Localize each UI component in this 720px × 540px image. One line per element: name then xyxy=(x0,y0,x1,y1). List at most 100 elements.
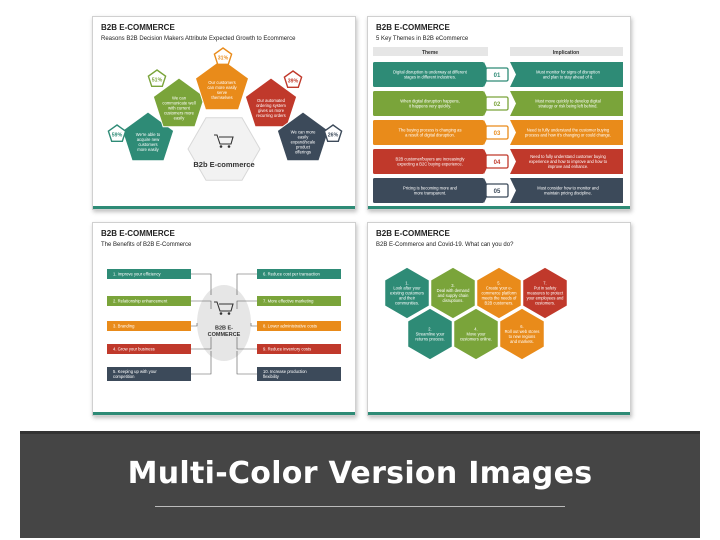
implication-cell xyxy=(510,91,623,116)
petal-text: serve xyxy=(217,90,228,95)
theme-cell xyxy=(373,120,484,145)
hexagon-text: existing customers xyxy=(390,290,424,295)
implication-text: Must consider how to monitor and xyxy=(537,185,599,190)
right-item-text: flexibility xyxy=(263,374,280,379)
slide-thumbnail-3[interactable]: B2B E-COMMERCE The Benefits of B2B E-Com… xyxy=(92,222,356,416)
center-ellipse xyxy=(197,285,251,361)
theme-text: it happens very quickly. xyxy=(409,103,451,108)
petal xyxy=(194,58,250,111)
implication-text: maintain pricing discipline. xyxy=(544,190,592,195)
percent-badge xyxy=(107,124,127,143)
right-item-text: 7. More effective marketing xyxy=(263,298,314,303)
right-item-text: 9. Reduce inventory costs xyxy=(263,346,311,351)
percent-badge xyxy=(323,124,343,143)
implication-text: Need to fully understand customer buying xyxy=(530,154,606,159)
percent-label: 59% xyxy=(112,133,123,139)
left-item-text: 1. Improve your efficiency xyxy=(113,271,162,276)
petal-text: easily xyxy=(174,116,186,121)
hexagon-text: 4. xyxy=(474,327,477,332)
theme-text: Pricing is becoming more and xyxy=(403,185,458,190)
number-label: 01 xyxy=(494,73,501,79)
right-item-text: 10. Increase production xyxy=(263,369,307,374)
hexagon-text: measures to protect xyxy=(527,290,564,295)
connector-line xyxy=(191,351,212,375)
implication-cell xyxy=(510,62,623,87)
implication-header xyxy=(510,47,623,56)
hexagon-text: 7. xyxy=(543,281,546,286)
implication-text: Must move quickly to develop digital xyxy=(535,98,601,103)
theme-cell xyxy=(373,62,484,87)
cart-wheel xyxy=(227,312,231,315)
hexagon-text: to new regions xyxy=(509,334,536,339)
number-label: 05 xyxy=(494,189,501,195)
petal-text: themselves xyxy=(211,95,232,100)
left-item-text: 3. Branding xyxy=(113,323,135,328)
hexagon-text: Deal with demand xyxy=(437,288,470,293)
hexagon-text: B2B customers. xyxy=(485,300,514,305)
petal-text: Our automated xyxy=(257,98,286,103)
connector-line xyxy=(191,337,212,350)
center-label: B2b E-commerce xyxy=(193,160,254,169)
hexagon-text: customers. xyxy=(535,300,555,305)
theme-text: Digital disruption is underway at differ… xyxy=(393,69,468,74)
slide-thumbnail-1[interactable]: B2B E-COMMERCE Reasons B2B Decision Make… xyxy=(92,16,356,210)
hexagon-text: 1. xyxy=(405,281,408,286)
hexagon xyxy=(406,307,454,361)
slide-title: B2B E-COMMERCE xyxy=(376,229,450,238)
slide-subtitle: Reasons B2B Decision Makers Attribute Ex… xyxy=(101,36,296,42)
hexagon xyxy=(521,266,569,320)
petal-text: We can xyxy=(172,95,187,100)
number-badge xyxy=(485,96,509,111)
cart-wheel xyxy=(227,145,231,148)
hexagon-text: your employees and xyxy=(527,295,565,300)
center-label: B2B E- xyxy=(215,326,233,332)
slide-title: B2B E-COMMERCE xyxy=(101,229,175,238)
theme-cell xyxy=(373,149,484,174)
bottom-banner: Multi-Color Version Images xyxy=(20,431,700,538)
hexagon-text: returns process. xyxy=(415,336,444,341)
theme-cell xyxy=(373,178,484,203)
hexagon-text: Put in safety xyxy=(534,286,557,291)
implication-text: Need to fully understand the customer bu… xyxy=(527,127,610,132)
implication-cell xyxy=(510,149,623,174)
theme-cell xyxy=(373,91,484,116)
slide-thumbnail-2[interactable]: B2B E-COMMERCE 5 Key Themes in B2B eComm… xyxy=(367,16,631,210)
hexagon-text: and supply chain xyxy=(438,293,469,298)
petal-text: expand/scale xyxy=(291,139,316,144)
petal-text: ordering system xyxy=(256,103,286,108)
petal-text: can more easily xyxy=(207,85,237,90)
petal-text: We can more xyxy=(291,129,316,134)
petal-text: with current xyxy=(168,105,190,110)
center-hexagon xyxy=(187,117,261,181)
slide-subtitle: 5 Key Themes in B2B eCommerce xyxy=(376,36,469,42)
connector-line xyxy=(236,351,257,375)
connector-line xyxy=(191,300,212,309)
slide-thumbnail-4[interactable]: B2B E-COMMERCE B2B E-Commerce and Covid-… xyxy=(367,222,631,416)
hexagon xyxy=(383,266,431,320)
percent-label: 39% xyxy=(288,79,299,85)
percent-label: 31% xyxy=(218,56,229,62)
banner-title: Multi-Color Version Images xyxy=(127,456,593,491)
banner-divider xyxy=(155,506,565,507)
petal-text: customers more xyxy=(164,111,195,116)
left-item-text: competition xyxy=(113,374,135,379)
right-item-box xyxy=(257,344,341,354)
cart-wheel xyxy=(219,312,223,315)
implication-text: strategy or risk being left behind. xyxy=(538,103,597,108)
theme-header xyxy=(373,47,488,56)
petal-text: easily xyxy=(298,134,310,139)
theme-text: more transparent. xyxy=(414,190,446,195)
hexagon-text: Move your xyxy=(466,331,486,336)
percent-badge xyxy=(213,47,233,65)
implication-cell xyxy=(510,178,623,203)
right-item-box xyxy=(257,296,341,306)
theme-header-label: Theme xyxy=(422,50,438,56)
hexagon-text: 2. xyxy=(428,327,431,332)
implication-text: experience and how to improve and how to xyxy=(529,159,608,164)
connector-line xyxy=(191,273,212,295)
hexagon-text: commerce platform xyxy=(481,290,517,295)
